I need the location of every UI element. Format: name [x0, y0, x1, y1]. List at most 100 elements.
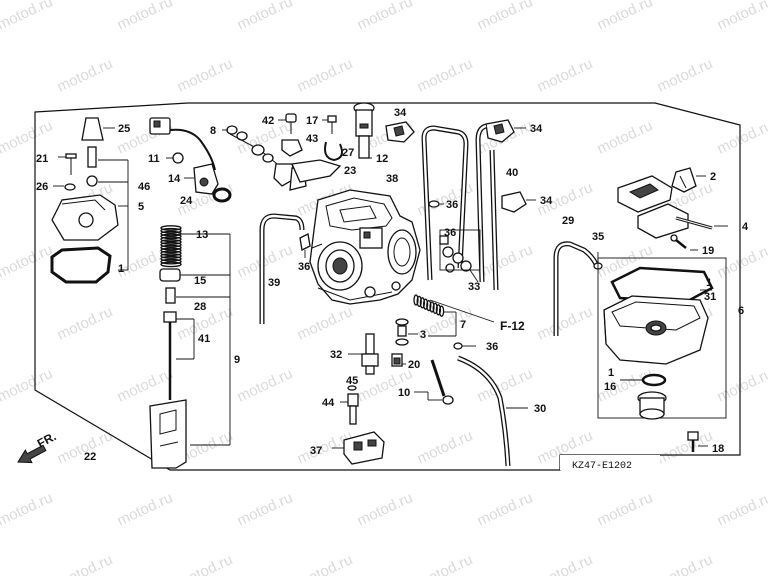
watermark-text: motod.ru — [715, 489, 768, 529]
callout-43: 43 — [306, 133, 318, 145]
part-screw-18 — [687, 431, 699, 452]
callout-31: 31 — [704, 291, 716, 303]
part-oring-24 — [212, 187, 232, 203]
part-nut — [86, 175, 98, 187]
watermark-text: motod.ru — [595, 489, 656, 529]
callout-19: 19 — [702, 245, 714, 257]
watermark-text: motod.ru — [0, 117, 55, 157]
callout-34-a: 34 — [394, 107, 407, 119]
part-bushing — [87, 146, 97, 168]
front-arrow-icon — [17, 444, 47, 464]
callout-16: 16 — [604, 381, 616, 393]
watermark-text: motod.ru — [295, 55, 356, 95]
part-needle-clip — [163, 311, 177, 323]
part-holder-37 — [343, 431, 385, 465]
part-plate-43 — [281, 139, 303, 157]
callout-9: 9 — [234, 354, 240, 366]
callout-44: 44 — [322, 397, 335, 409]
part-fitting-36a — [299, 233, 311, 251]
watermark-text: motod.ru — [175, 551, 236, 576]
watermark-text: motod.ru — [55, 303, 116, 343]
watermark-text: motod.ru — [235, 0, 296, 34]
callout-35: 35 — [592, 231, 604, 243]
part-hose-39 — [259, 213, 305, 324]
part-spring-13-coils-coil — [160, 250, 182, 257]
watermark-text: motod.ru — [175, 55, 236, 95]
part-spring-13-coils-coil — [160, 236, 182, 243]
watermark-text: motod.ru — [235, 489, 296, 529]
part-screw-19 — [670, 234, 687, 249]
watermark-text: motod.ru — [355, 0, 416, 34]
callout-1-left: 1 — [118, 263, 124, 275]
part-spring-7 — [413, 294, 445, 317]
callout-22: 22 — [84, 451, 96, 463]
watermark-text: motod.ru — [295, 303, 356, 343]
part-float — [617, 175, 689, 239]
callout-6: 6 — [738, 305, 744, 317]
callout-38: 38 — [386, 173, 398, 185]
part-washer-45 — [347, 385, 357, 391]
watermark-text: motod.ru — [235, 365, 296, 405]
part-spring-13-coils-coil — [160, 253, 182, 259]
part-gasket-top — [50, 246, 112, 284]
watermark-text: motod.ru — [115, 489, 176, 529]
part-screw-3 — [395, 318, 409, 346]
part-spring-13-coils-coil — [160, 233, 182, 240]
callout-11: 11 — [148, 153, 160, 165]
part-spring-13-coils-coil — [160, 258, 182, 265]
callout-42: 42 — [262, 115, 274, 127]
part-chamber-bracket — [597, 257, 727, 419]
watermark-text: motod.ru — [0, 489, 55, 529]
part-spring-13-coils-coil — [160, 247, 182, 254]
part-clamp-34c — [501, 191, 527, 213]
part-float-chamber — [603, 295, 709, 365]
part-fittings-33 — [439, 235, 472, 273]
part-spring-7-coil — [419, 297, 426, 309]
part-spring-13-coils-coil — [160, 239, 182, 245]
watermark-text: motod.ru — [595, 0, 656, 34]
watermark-text: motod.ru — [535, 551, 596, 576]
callout-4: 4 — [742, 221, 749, 233]
part-throttle-valve — [149, 399, 187, 469]
callout-29: 29 — [562, 215, 574, 227]
part-spring-7-coil — [416, 295, 422, 308]
watermark-text: motod.ru — [715, 365, 768, 405]
callout-12: 12 — [376, 153, 388, 165]
part-spring-13-coils — [160, 225, 182, 268]
part-spring-7-coil — [413, 294, 419, 306]
callout-20: 20 — [408, 359, 420, 371]
callout-37: 37 — [310, 445, 322, 457]
callout-30: 30 — [534, 403, 546, 415]
callout-36-a: 36 — [298, 261, 310, 273]
watermark-text: motod.ru — [535, 55, 596, 95]
part-chamber-gasket — [610, 266, 714, 304]
callout-34-c: 34 — [540, 195, 553, 207]
part-carburetor-body — [309, 189, 421, 305]
part-spring-7-coil — [426, 299, 432, 312]
watermark-text: motod.ru — [295, 551, 356, 576]
watermark-text: motod.ru — [535, 303, 596, 343]
callout-3: 3 — [420, 329, 426, 341]
callout-labels: 1 1 1 2 3 4 5 6 7 8 9 10 11 12 13 14 15 … — [36, 107, 749, 463]
watermark-text: motod.ru — [355, 365, 416, 405]
watermark-text: motod.ru — [475, 489, 536, 529]
watermark-text: motod.ru — [0, 365, 55, 405]
part-spring-7-coil — [429, 301, 435, 313]
part-lever-23 — [291, 159, 342, 183]
part-cable — [169, 128, 216, 171]
watermark-text: motod.ru — [0, 241, 55, 281]
callout-32: 32 — [330, 349, 342, 361]
watermark-text: motod.ru — [235, 241, 296, 281]
callout-34-b: 34 — [530, 123, 543, 135]
part-clip-28 — [165, 287, 176, 304]
ref-label-f12: F-12 — [500, 319, 525, 333]
part-spring-13-coils-coil — [160, 227, 182, 234]
part-spring-13-coils-coil — [160, 255, 182, 262]
part-washer-26 — [64, 183, 76, 191]
callout-14: 14 — [168, 173, 181, 185]
callout-15: 15 — [194, 275, 206, 287]
part-fitting-36b — [428, 200, 440, 208]
callout-26: 26 — [36, 181, 48, 193]
watermark-text: motod.ru — [115, 365, 176, 405]
part-jet-20 — [391, 353, 403, 367]
